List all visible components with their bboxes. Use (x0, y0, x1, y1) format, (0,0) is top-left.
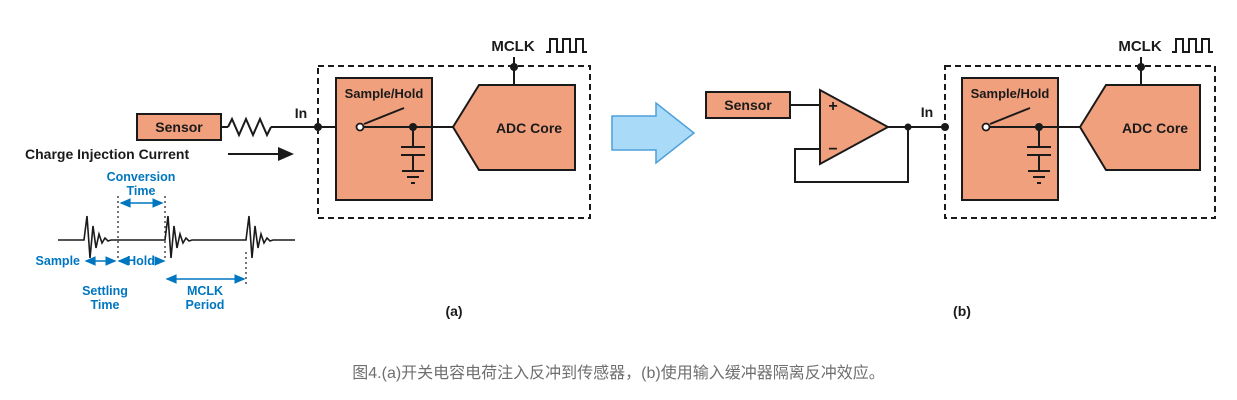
diagram-a: Sensor In Charge Injection Current Sampl… (25, 38, 591, 319)
switch-arm-icon (363, 107, 405, 125)
timing-waveform: Conversion Time Sample Hold Settling Tim… (36, 170, 295, 312)
sample-hold-box (961, 77, 1059, 201)
in-label: In (295, 105, 307, 121)
ground-icon (1028, 170, 1050, 184)
hold-label: Hold (127, 254, 155, 268)
opamp-minus-label: − (828, 141, 837, 158)
junction-dot (510, 63, 518, 71)
mclk-period-label-2: Period (186, 298, 225, 312)
opamp-buffer (819, 88, 891, 166)
capacitor-icon (1027, 127, 1051, 171)
adc-boundary-dashed-box (944, 65, 1216, 219)
switch-contact-icon (981, 122, 991, 132)
transform-arrow-icon (611, 101, 696, 165)
charge-injection-label: Charge Injection Current (25, 146, 189, 162)
feedback-wire (794, 127, 909, 183)
sample-hold-label: Sample/Hold (345, 86, 424, 101)
sub-label-a: (a) (445, 303, 462, 319)
waveform-trace (58, 215, 295, 259)
switch-contact-icon (355, 122, 365, 132)
settling-time-label-2: Time (91, 298, 120, 312)
figure-caption: 图4.(a)开关电容电荷注入反冲到传感器，(b)使用输入缓冲器隔离反冲效应。 (352, 365, 885, 382)
adc-boundary-dashed-box (317, 65, 591, 219)
sensor-box (136, 113, 222, 141)
opamp-plus-label: + (828, 98, 837, 115)
mclk-label: MCLK (491, 38, 534, 55)
mclk-period-label: MCLK (187, 284, 223, 298)
junction-dot (1137, 63, 1145, 71)
diagram-b: Sensor + − In Sample/Hold ADC Core (705, 38, 1216, 319)
mclk-label: MCLK (1118, 38, 1161, 55)
sensor-label: Sensor (724, 97, 772, 113)
adc-core-shape (1078, 84, 1201, 171)
conversion-time-label-2: Time (127, 184, 156, 198)
clock-waveform-icon (1172, 38, 1213, 53)
sample-hold-label: Sample/Hold (971, 86, 1050, 101)
sensor-label: Sensor (155, 119, 203, 135)
adc-core-shape (451, 84, 576, 171)
sensor-box (705, 91, 791, 119)
sample-label: Sample (36, 254, 81, 268)
sub-label-b: (b) (953, 303, 971, 319)
clock-waveform-icon (546, 38, 587, 53)
resistor-icon (227, 116, 272, 138)
capacitor-icon (401, 127, 425, 171)
in-label: In (921, 104, 933, 120)
switch-arm-icon (989, 107, 1031, 125)
settling-time-label: Settling (82, 284, 128, 298)
conversion-time-label: Conversion (107, 170, 176, 184)
ground-icon (402, 170, 424, 184)
adc-core-label: ADC Core (1122, 120, 1188, 136)
junction-dot (314, 123, 322, 131)
circuit-diagram: Sensor In Charge Injection Current Sampl… (25, 38, 1216, 319)
adc-core-label: ADC Core (496, 120, 562, 136)
sample-hold-box (335, 77, 433, 201)
